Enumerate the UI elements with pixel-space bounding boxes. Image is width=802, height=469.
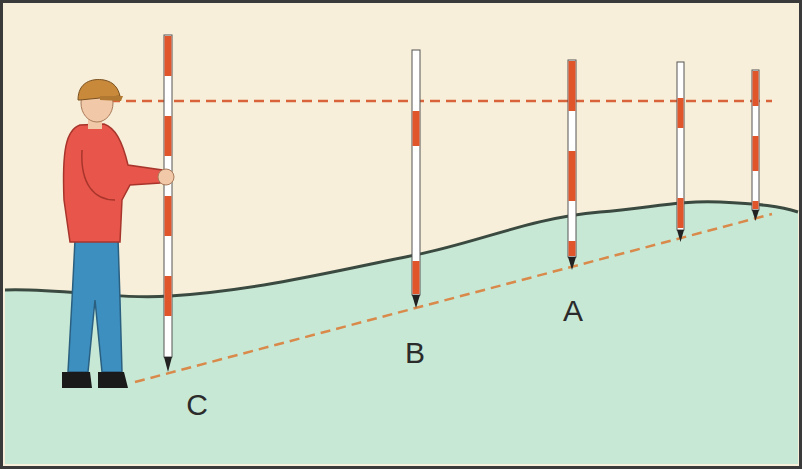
point-label: B <box>405 338 425 368</box>
sight-line <box>110 100 772 103</box>
ranging-pole <box>568 60 576 270</box>
ground <box>5 202 798 464</box>
point-label: C <box>186 390 208 420</box>
ranging-pole <box>412 50 420 308</box>
ranging-pole <box>677 62 684 242</box>
slope-line <box>135 214 772 382</box>
ranging-pole <box>164 35 172 372</box>
ranging-pole <box>752 70 759 221</box>
surveyor-figure <box>62 80 174 388</box>
point-label: A <box>563 296 583 326</box>
